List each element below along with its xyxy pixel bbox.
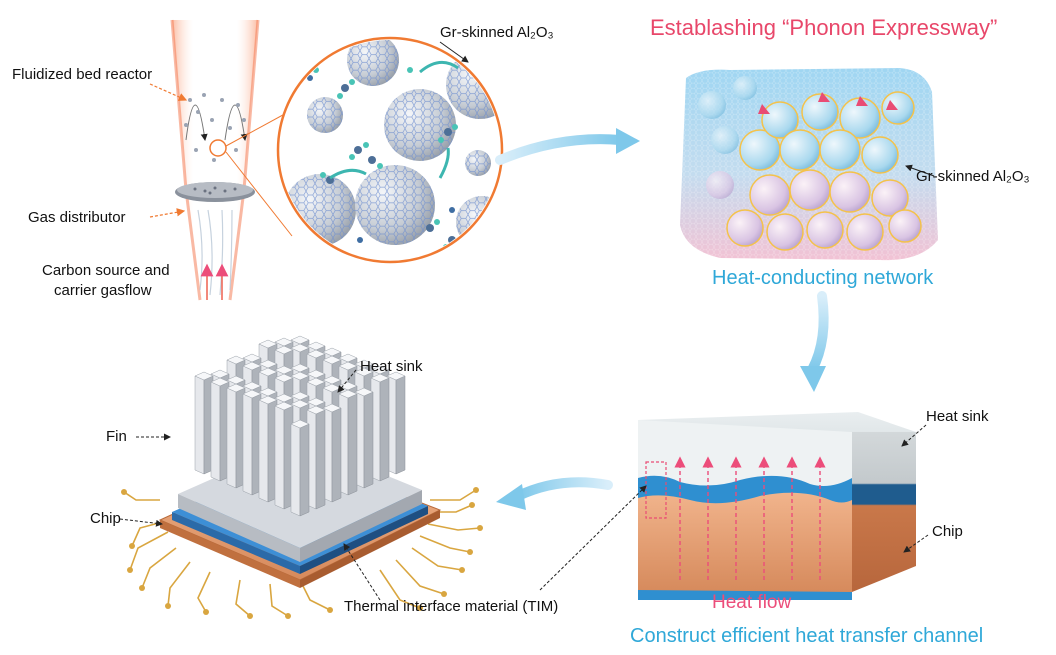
zoom-connector-bottom	[225, 151, 293, 237]
gr-skinned-al2o3-sphere	[465, 150, 491, 176]
network-caption: Heat-conducting network	[712, 267, 934, 289]
fin	[386, 371, 406, 475]
gr-skinned-al2o3-sphere	[355, 165, 435, 245]
fin	[226, 383, 246, 489]
zoom-connector-top	[225, 109, 293, 147]
fin	[194, 371, 214, 475]
fin	[242, 389, 262, 496]
label-gas-distributor: Gas distributor	[28, 209, 126, 226]
growth-arrows	[329, 60, 459, 180]
precursor-molecules	[307, 67, 458, 250]
phonon-path-arrows	[758, 92, 898, 114]
fin	[290, 419, 310, 517]
fin	[370, 373, 390, 482]
zoom-label-leader	[439, 41, 469, 63]
heat-conducting-network-cube	[680, 68, 938, 261]
gr-skinned-al2o3-sphere	[347, 40, 399, 86]
heat-flow-label: Heat flow	[712, 592, 792, 613]
label-tim: Thermal interface material (TIM)	[344, 598, 559, 615]
label-fin: Fin	[106, 428, 127, 445]
label-fluidized-bed-reactor: Fluidized bed reactor	[12, 66, 153, 83]
gr-skinned-al2o3-sphere	[307, 97, 343, 133]
label-zoom-gr-skinned-al2o3: Gr-skinned Al₂O₃	[440, 24, 554, 41]
channel-caption: Construct efficient heat transfer channe…	[630, 625, 984, 647]
heat-flow-arrows	[674, 456, 826, 580]
heat-sink-fins	[194, 335, 406, 517]
flow-arrow-to-device	[496, 477, 613, 510]
fin	[338, 389, 358, 496]
chip-leads	[123, 489, 481, 617]
fluidized-bed-reactor	[170, 19, 260, 301]
fin	[322, 403, 342, 503]
gr-skinned-al2o3-sphere	[384, 89, 456, 161]
label-channel-chip: Chip	[932, 523, 963, 540]
label-device-chip: Chip	[90, 510, 121, 527]
fin	[306, 405, 326, 510]
cube-particle-cluster	[698, 76, 922, 251]
fin	[210, 377, 230, 482]
reactor-label-leaders	[149, 83, 188, 218]
heat-transfer-channel-block	[638, 412, 916, 600]
label-carbon-source-line2: carrier gasflow	[54, 282, 152, 299]
fin	[274, 401, 294, 510]
label-device-heat-sink: Heat sink	[360, 358, 423, 375]
label-carbon-source-line1: Carbon source and	[42, 262, 170, 279]
label-network-gr-skinned-al2o3: Gr-skinned Al₂O₃	[916, 168, 1030, 185]
channel-heatsink-leader	[901, 424, 927, 447]
flow-arrow-to-channel	[800, 291, 829, 392]
gr-skinned-al2o3-sphere	[456, 196, 500, 248]
fin	[258, 395, 278, 503]
zoomed-particle-view	[276, 36, 504, 264]
flow-arrow-to-network	[495, 128, 640, 165]
fin	[354, 387, 374, 489]
heat-sink-device	[121, 335, 483, 619]
network-title: Establashing “Phonon Expressway”	[650, 15, 998, 40]
network-label-leader	[905, 164, 935, 177]
device-label-leaders	[119, 369, 647, 601]
label-channel-heat-sink: Heat sink	[926, 408, 989, 425]
